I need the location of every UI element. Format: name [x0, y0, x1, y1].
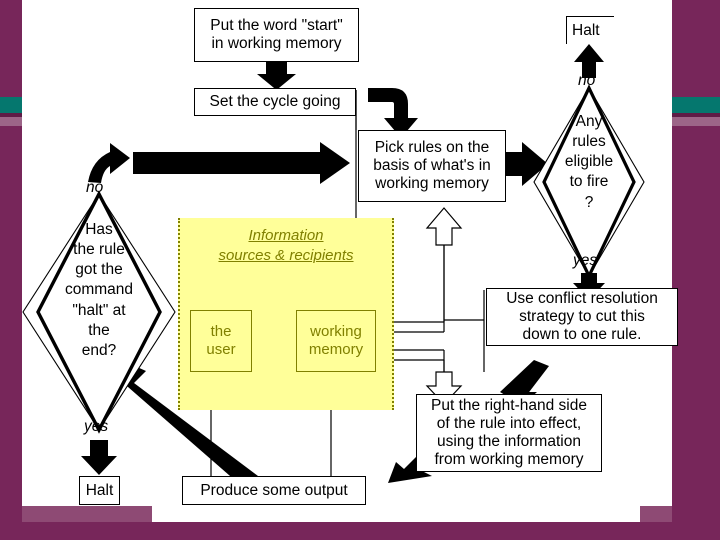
information-panel [178, 218, 394, 410]
info-box-the-user[interactable]: the user [190, 310, 252, 372]
arrow-anyrules-yes-to-conflict [573, 273, 605, 300]
branch-label-any-rules-no: no [578, 72, 596, 89]
arrow-setcycle-to-pickrules [368, 88, 418, 138]
node-halt-top[interactable]: Halt [566, 16, 614, 44]
frame-stripe-mauve-right [672, 117, 720, 126]
hollow-arrow-wm-to-pickrules [425, 207, 463, 246]
arrow-start-to-setcycle [257, 62, 296, 90]
frame-band-right [672, 0, 720, 540]
node-set-the-cycle-going[interactable]: Set the cycle going [194, 88, 356, 116]
frame-corner-accent-right [640, 506, 672, 522]
information-panel-title: Information sources & recipients [218, 227, 354, 265]
line-wm-to-pickrules [394, 245, 445, 333]
branch-label-any-rules-yes: yes [573, 252, 598, 269]
frame-stripe-teal-right [672, 97, 720, 113]
node-put-start-in-working-memory[interactable]: Put the word "start" in working memory [194, 8, 359, 62]
arrow-hashalt-yes-to-halt [81, 440, 117, 475]
frame-corner-accent-left [22, 506, 152, 522]
node-put-right-hand-side[interactable]: Put the right-hand side of the rule into… [416, 394, 602, 472]
node-use-conflict-resolution[interactable]: Use conflict resolution strategy to cut … [486, 288, 678, 346]
arrow-anyrules-no-to-halt [574, 44, 604, 78]
frame-stripe-mauve-left [0, 117, 22, 126]
branch-label-has-halt-no: no [86, 179, 104, 196]
thin-return-lines [444, 290, 485, 372]
diamond-any-rules-shape [533, 84, 645, 280]
line-wm-to-rhs [394, 349, 445, 372]
frame-stripe-dark-left [0, 113, 22, 117]
arrow-hashalt-no-to-pickrules [88, 142, 350, 184]
frame-band-left [0, 0, 22, 540]
arrow-output-to-hashalt [108, 355, 266, 496]
node-produce-some-output[interactable]: Produce some output [182, 476, 366, 505]
frame-stripe-teal-left [0, 97, 22, 113]
info-box-working-memory[interactable]: working memory [296, 310, 376, 372]
branch-label-has-halt-yes: yes [84, 418, 109, 435]
frame-band-bottom [0, 522, 720, 540]
node-pick-rules[interactable]: Pick rules on the basis of what's in wor… [358, 130, 506, 202]
node-halt-bottom[interactable]: Halt [79, 476, 120, 505]
diamond-has-halt-shape [22, 190, 176, 434]
arrow-pickrules-to-anyrules [505, 142, 548, 186]
frame-stripe-dark-right [672, 113, 720, 117]
